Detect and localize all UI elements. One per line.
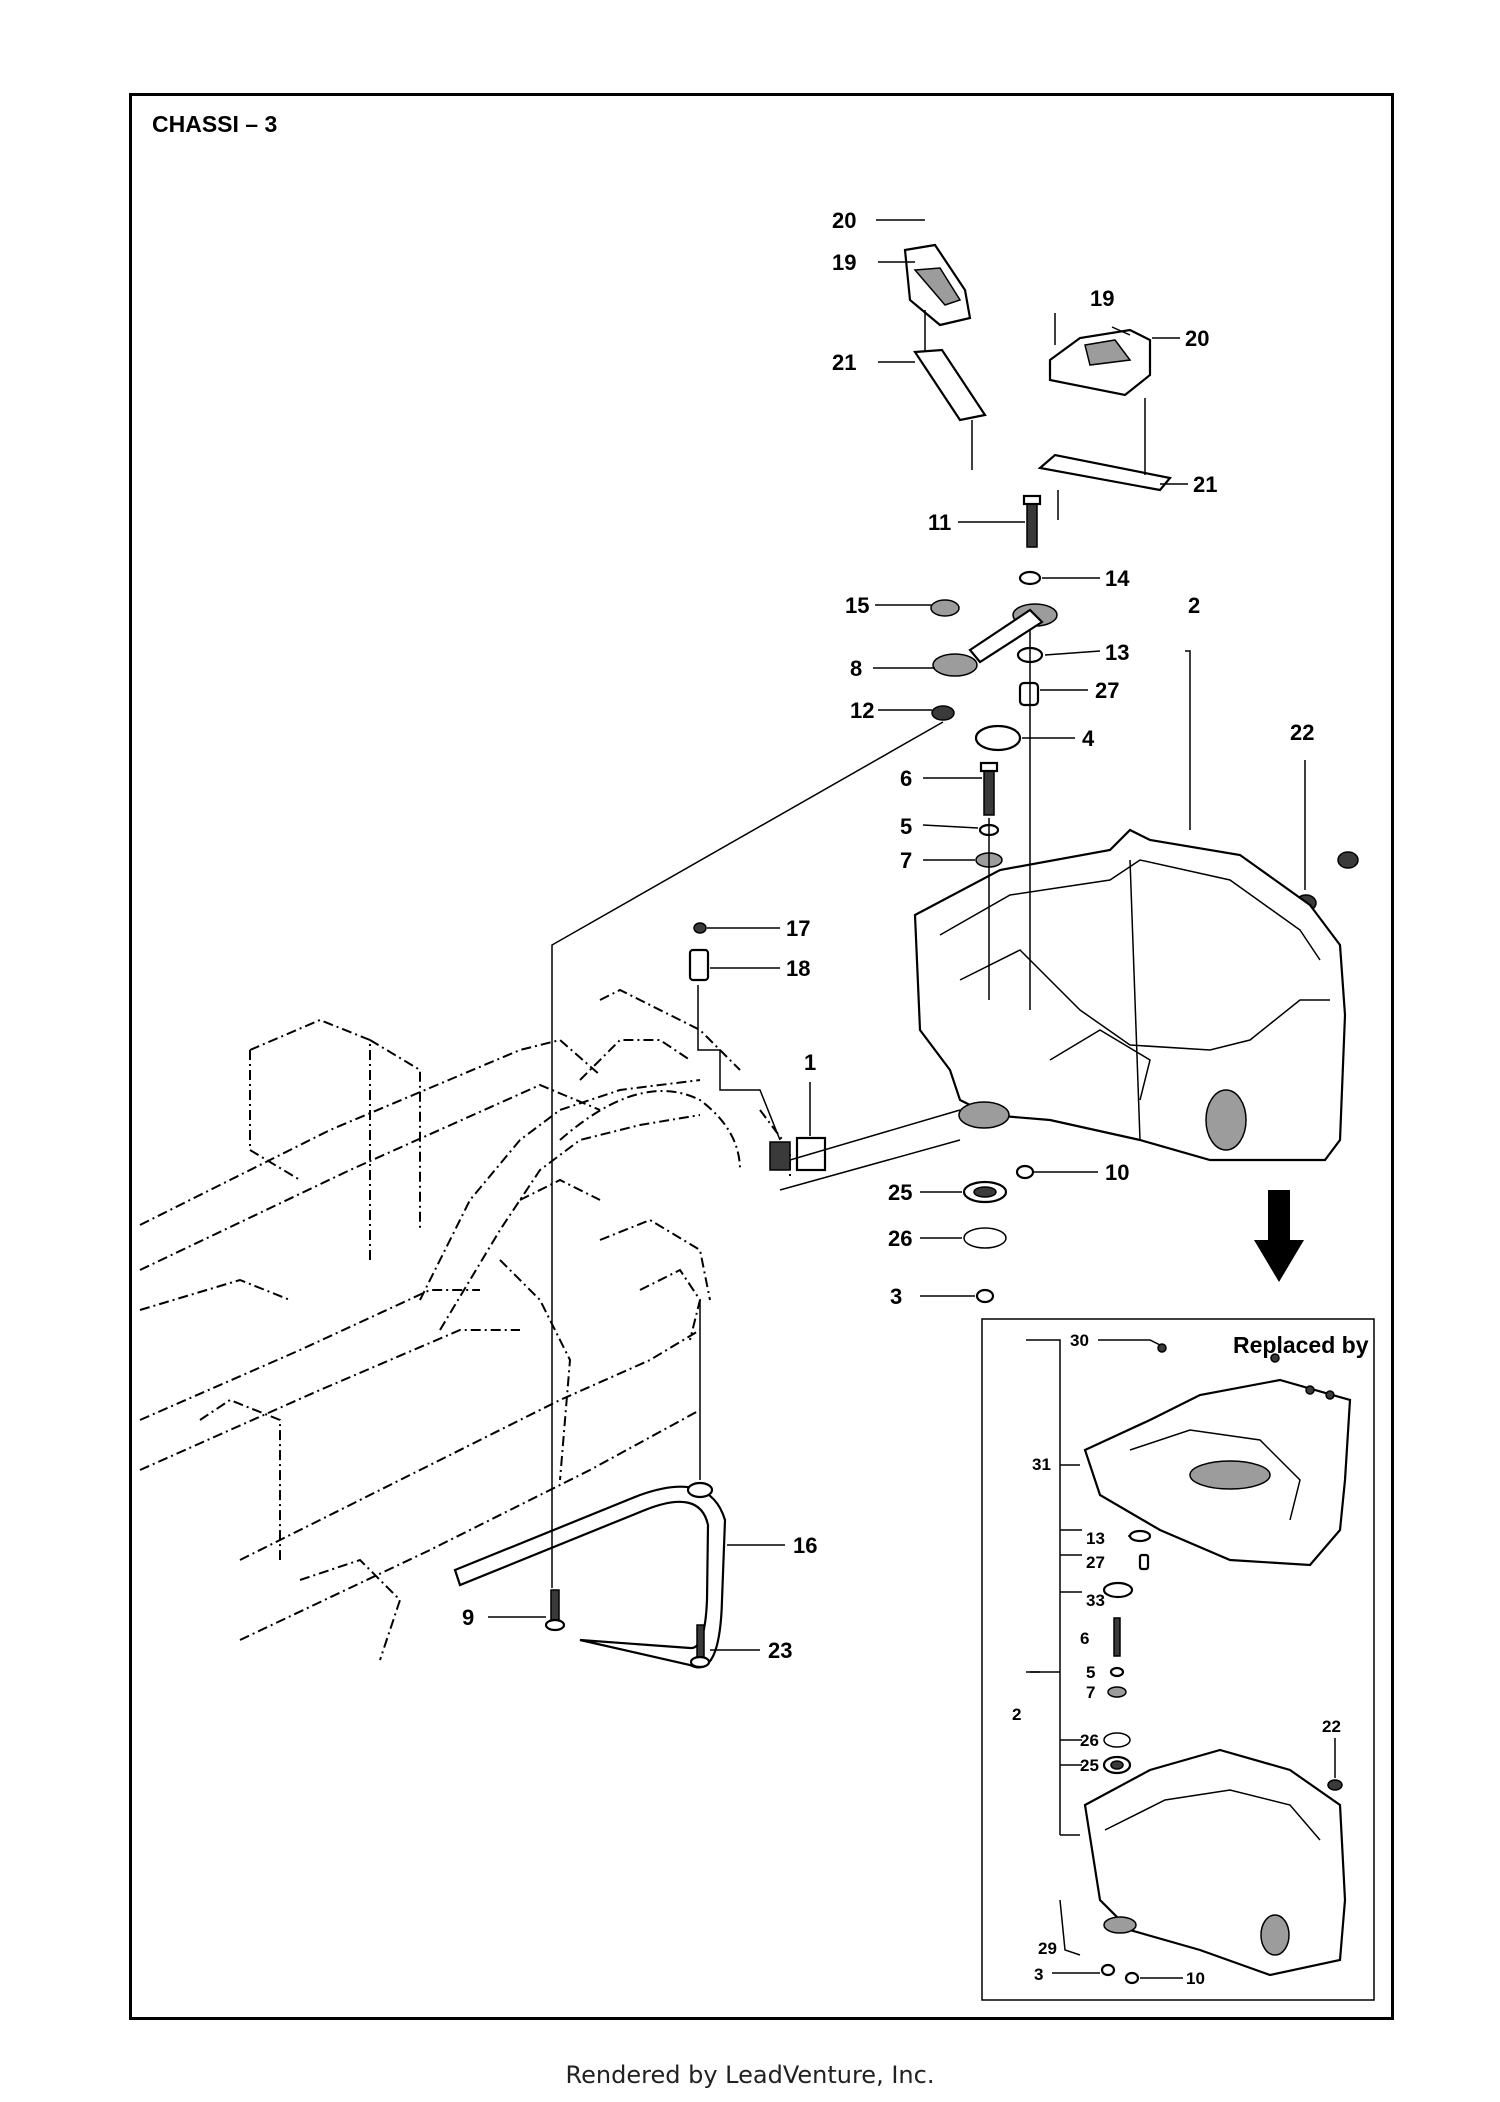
inset-callout-26: 26 [1080,1731,1099,1750]
part-bolt-23 [689,1624,711,1669]
callout-20: 20 [1185,326,1209,351]
part-clamp-19b [1048,328,1152,397]
callout-3: 3 [890,1284,902,1309]
part-axle-housing-2 [913,828,1347,1162]
callout-12: 12 [850,698,874,723]
diagram-frame [129,93,1394,2020]
inset-title: Replaced by [1233,1332,1369,1358]
inset-callout-labels: 30 31 13 27 33 6 5 7 2 26 25 22 29 3 10 [1012,1331,1341,1988]
inset-frame [981,1318,1375,2001]
part-clamp-19a [903,243,972,327]
callout-23: 23 [768,1638,792,1663]
part-plate-21b [1037,453,1173,492]
callout-18: 18 [786,956,810,981]
callout-19: 19 [1090,286,1114,311]
inset-callout-7: 7 [1086,1683,1095,1702]
inset-callout-2: 2 [1012,1705,1021,1724]
callout-7: 7 [900,848,912,873]
callout-16: 16 [793,1533,817,1558]
callout-labels: 20 19 21 19 20 21 11 14 15 2 8 13 12 27 … [462,208,1314,1663]
callout-11: 11 [928,510,951,535]
diagram-title: CHASSI – 3 [152,111,278,137]
inset-callout-25: 25 [1080,1756,1099,1775]
callout-14: 14 [1105,566,1130,591]
inset-callout-33: 33 [1086,1591,1105,1610]
part-cap-15 [930,599,960,617]
callout-8: 8 [850,656,862,681]
callout-25: 25 [888,1180,912,1205]
part-nut-17 [693,922,707,934]
callout-2: 2 [1188,593,1200,618]
callout-27: 27 [1095,678,1119,703]
part-circlip-26 [963,1227,1007,1249]
callout-21: 21 [832,350,856,375]
callout-19: 19 [832,250,856,275]
part-bracket-1 [769,1136,827,1172]
part-bolt-9 [544,1589,566,1632]
part-bolt-6 [979,761,999,816]
callout-22: 22 [1290,720,1314,745]
callout-5: 5 [900,814,912,839]
inset-callout-29: 29 [1038,1939,1057,1958]
inset-illustration [1083,1343,1352,1985]
footer-credit: Rendered by LeadVenture, Inc. [565,2061,935,2089]
leader-lines [488,219,1306,1651]
callout-21: 21 [1193,472,1217,497]
part-nut-10 [1015,1164,1035,1180]
inset-callout-31: 31 [1032,1455,1051,1474]
part-spacer-27 [1018,681,1040,707]
inset-callout-27: 27 [1086,1553,1105,1572]
inset-callout-3: 3 [1034,1965,1043,1984]
callout-20: 20 [832,208,856,233]
callout-6: 6 [900,766,912,791]
callout-13: 13 [1105,640,1129,665]
inset-callout-22: 22 [1322,1717,1341,1736]
part-bearing-25 [962,1180,1008,1204]
callout-10: 10 [1105,1160,1129,1185]
inset-callout-5: 5 [1086,1663,1095,1682]
inset-callout-6: 6 [1080,1629,1089,1648]
callout-4: 4 [1082,726,1095,751]
part-nut-3 [975,1288,995,1304]
part-nut-12 [931,705,955,721]
callout-1: 1 [804,1050,816,1075]
part-bushing-18 [688,948,710,982]
callout-26: 26 [888,1226,912,1251]
part-washer-14 [1018,570,1042,586]
part-bolt-11 [1022,494,1042,548]
callout-17: 17 [786,916,810,941]
part-plug-4 [974,724,1022,752]
down-arrow-icon [1254,1190,1304,1282]
callout-9: 9 [462,1605,474,1630]
callout-15: 15 [845,593,869,618]
part-rod-8 [932,603,1058,677]
inset-callout-30: 30 [1070,1331,1089,1350]
inset-callout-13: 13 [1086,1529,1105,1548]
inset-leader-lines [1026,1339,1336,1979]
inset-callout-10: 10 [1186,1969,1205,1988]
part-plate-21a [913,348,987,422]
